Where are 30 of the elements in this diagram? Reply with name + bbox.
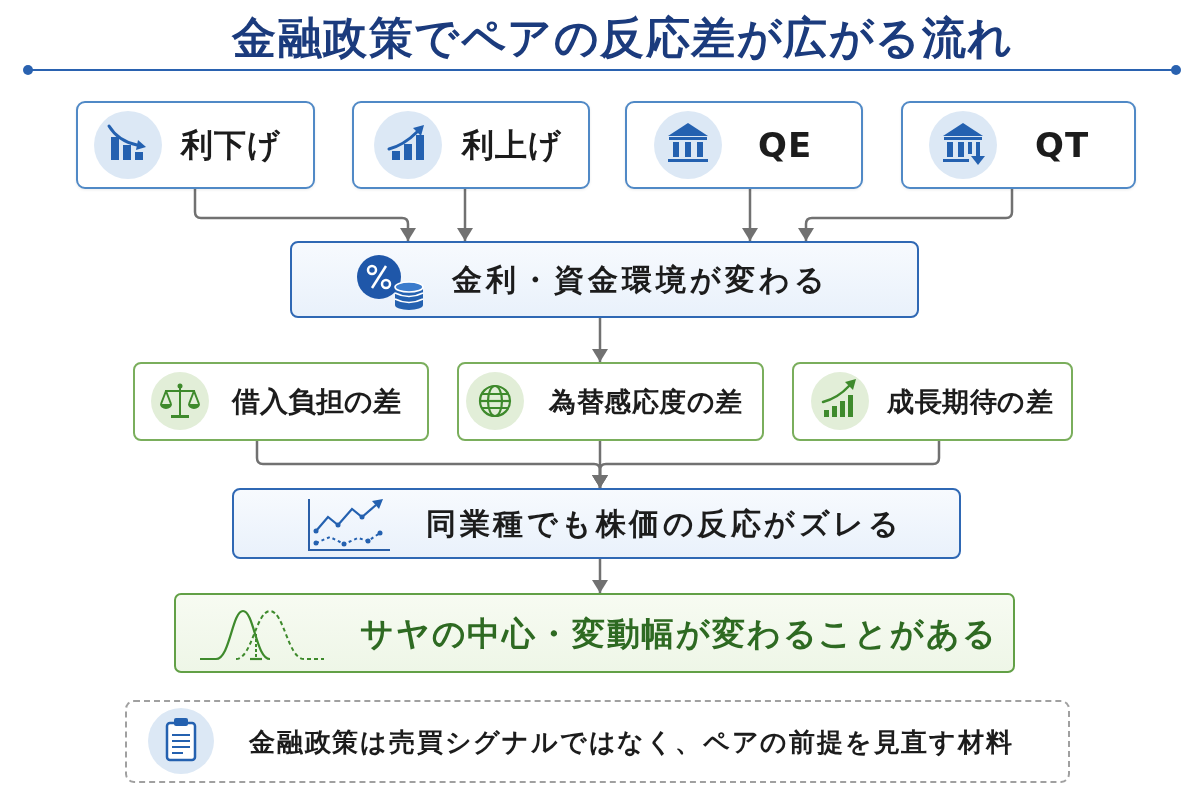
result-box — [174, 593, 1015, 673]
step-text: 金利・資金環境が変わる — [452, 261, 829, 299]
process-box — [76, 101, 315, 189]
arrow — [193, 189, 416, 241]
note-text: 金融政策は売買シグナルではなく、ペアの前提を見直す材料 — [249, 725, 1014, 759]
step-text: 利下げ — [181, 125, 281, 166]
step-text: 借入負担の差 — [232, 383, 401, 420]
arrow — [592, 318, 608, 362]
process-box — [901, 101, 1136, 189]
step-text: QT — [1035, 124, 1090, 167]
step-text: サヤの中心・変動幅が変わることがある — [360, 612, 998, 655]
arrow — [457, 189, 473, 241]
step-text: QE — [758, 124, 813, 167]
process-box — [352, 101, 590, 189]
step-text: 利上げ — [462, 125, 562, 166]
step-text: 為替感応度の差 — [549, 385, 743, 419]
step-text: 同業種でも株価の反応がズレる — [426, 505, 902, 543]
process-box — [232, 488, 961, 559]
note-box — [125, 700, 1070, 783]
process-box — [625, 101, 863, 189]
arrow — [592, 441, 941, 488]
process-box — [457, 362, 764, 441]
arrow — [592, 559, 608, 593]
title: 金融政策でペアの反応差が広がる流れ — [232, 12, 1014, 64]
arrow — [798, 189, 1014, 241]
process-box — [290, 241, 919, 318]
step-text: 成長期待の差 — [887, 385, 1053, 419]
process-box — [133, 362, 429, 441]
process-box — [792, 362, 1073, 441]
arrow — [742, 189, 758, 241]
